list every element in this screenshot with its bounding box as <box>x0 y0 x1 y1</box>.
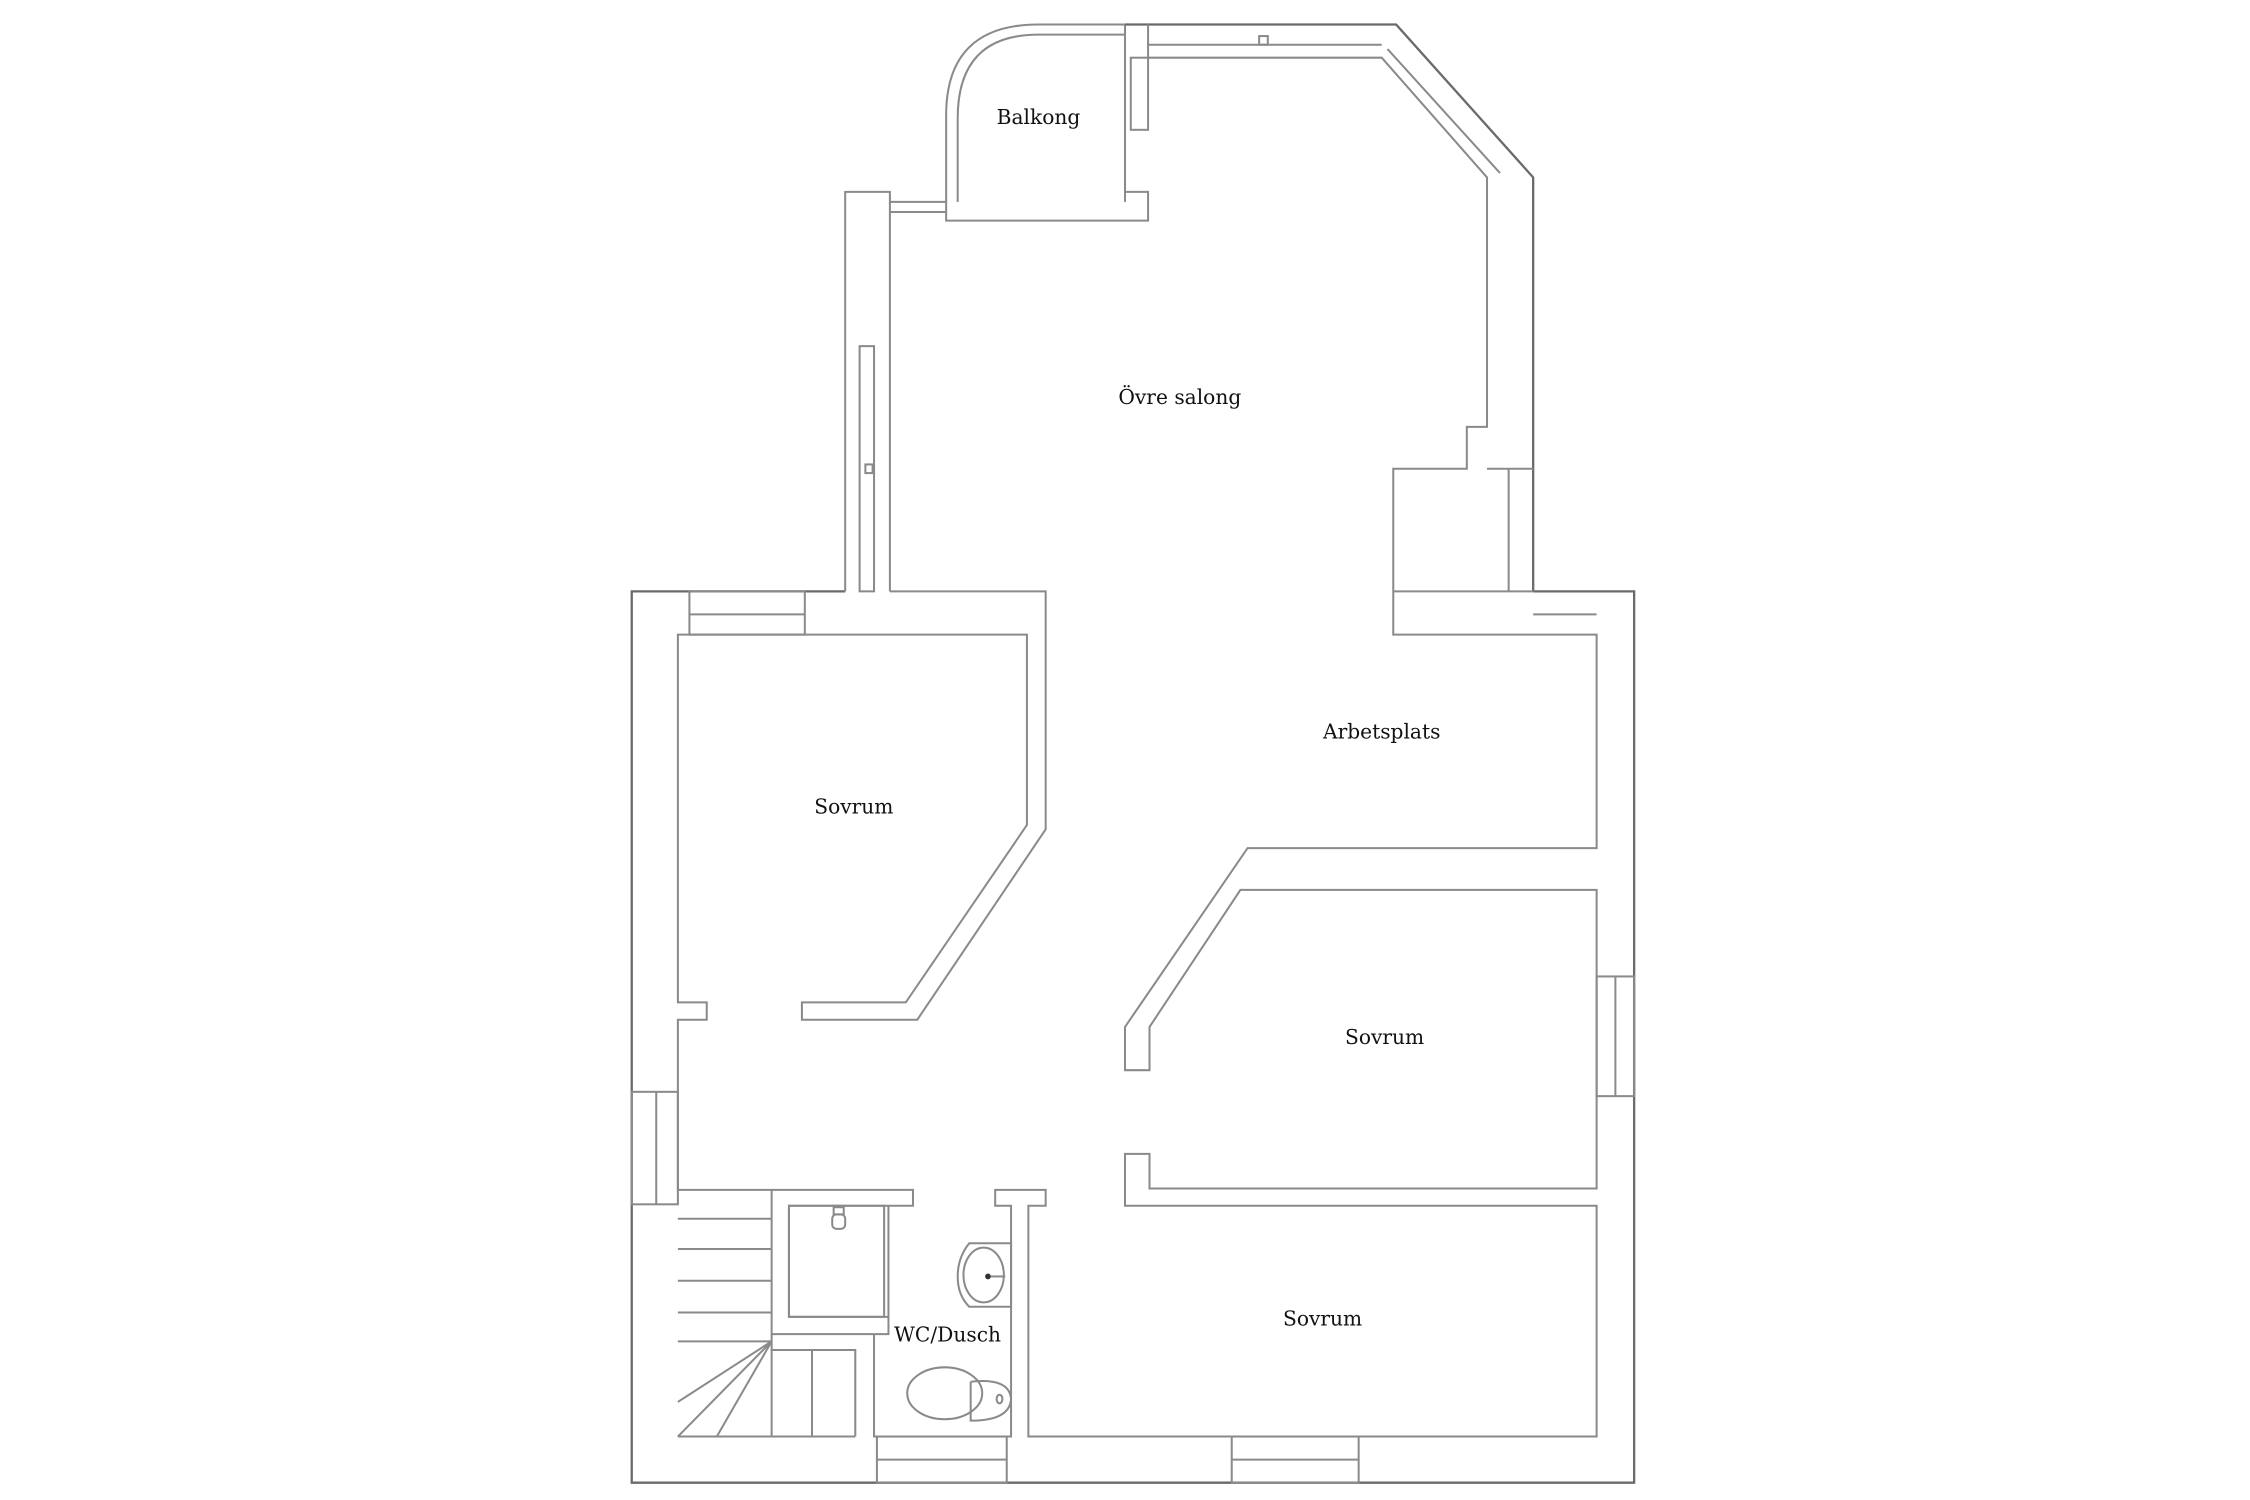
shower-head-icon <box>831 1206 847 1230</box>
stairs <box>677 1217 857 1438</box>
room-label-sovrum-left: Sovrum <box>814 794 893 818</box>
room-labels: Balkong Övre salong Arbetsplats Sovrum S… <box>814 105 1440 1346</box>
room-label-arbetsplats: Arbetsplats <box>1322 719 1440 743</box>
room-label-sovrum-middle: Sovrum <box>1345 1025 1424 1049</box>
room-label-ovre-salong: Övre salong <box>1118 384 1241 409</box>
room-label-sovrum-bottom: Sovrum <box>1283 1306 1362 1330</box>
room-label-balkong: Balkong <box>997 105 1081 129</box>
sink-icon <box>956 1242 1013 1308</box>
room-label-wc-dusch: WC/Dusch <box>894 1322 1001 1346</box>
walls <box>630 23 1636 1484</box>
toilet-icon <box>906 1366 1013 1422</box>
